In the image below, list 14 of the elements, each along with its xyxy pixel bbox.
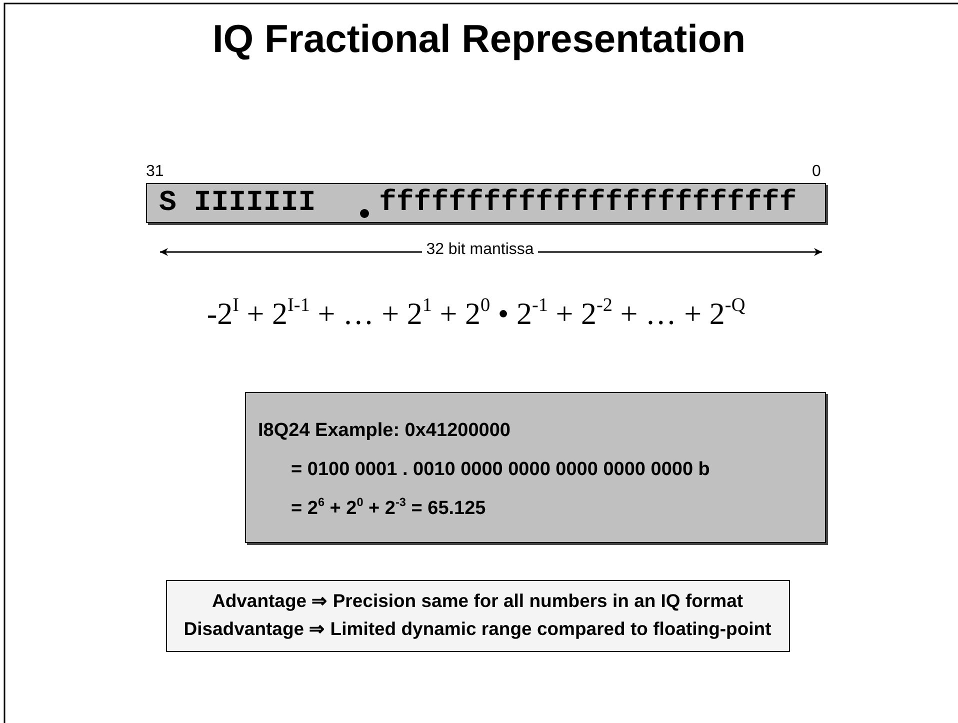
bit-index: 0	[812, 163, 821, 181]
summary-line: Advantage ⇒ Precision same for all numbers in an IQ format	[210, 590, 744, 612]
summary-box	[166, 580, 790, 652]
slide-title: IQ Fractional Representation	[211, 18, 747, 62]
bit-field-label: S IIIIIII	[159, 185, 316, 221]
bit-index: 31	[146, 163, 164, 181]
bit-weight-formula: -2$^{I}$ + 2$^{I-1}$ + … + 2$^{1}$ + 2$^{0}$ • 2$^{-1}$ + 2$^{-2}$ + … + 2$^{-Q}$	[206, 296, 746, 332]
bit-field-label: ffffffffffffffffffffffff	[379, 185, 797, 221]
example-line: = 2$^{6}$ + 2$^{0}$ + 2$^{-3}$ = 65.125	[291, 498, 486, 520]
summary-line: Disadvantage ⇒ Limited dynamic range compared to floating-point	[182, 618, 772, 640]
register-box	[146, 183, 826, 223]
example-box	[245, 392, 826, 543]
example-line: = 0100 0001 . 0010 0000 0000 0000 0000 0000 b	[291, 459, 710, 481]
example-line: I8Q24 Example: 0x41200000	[258, 420, 510, 442]
